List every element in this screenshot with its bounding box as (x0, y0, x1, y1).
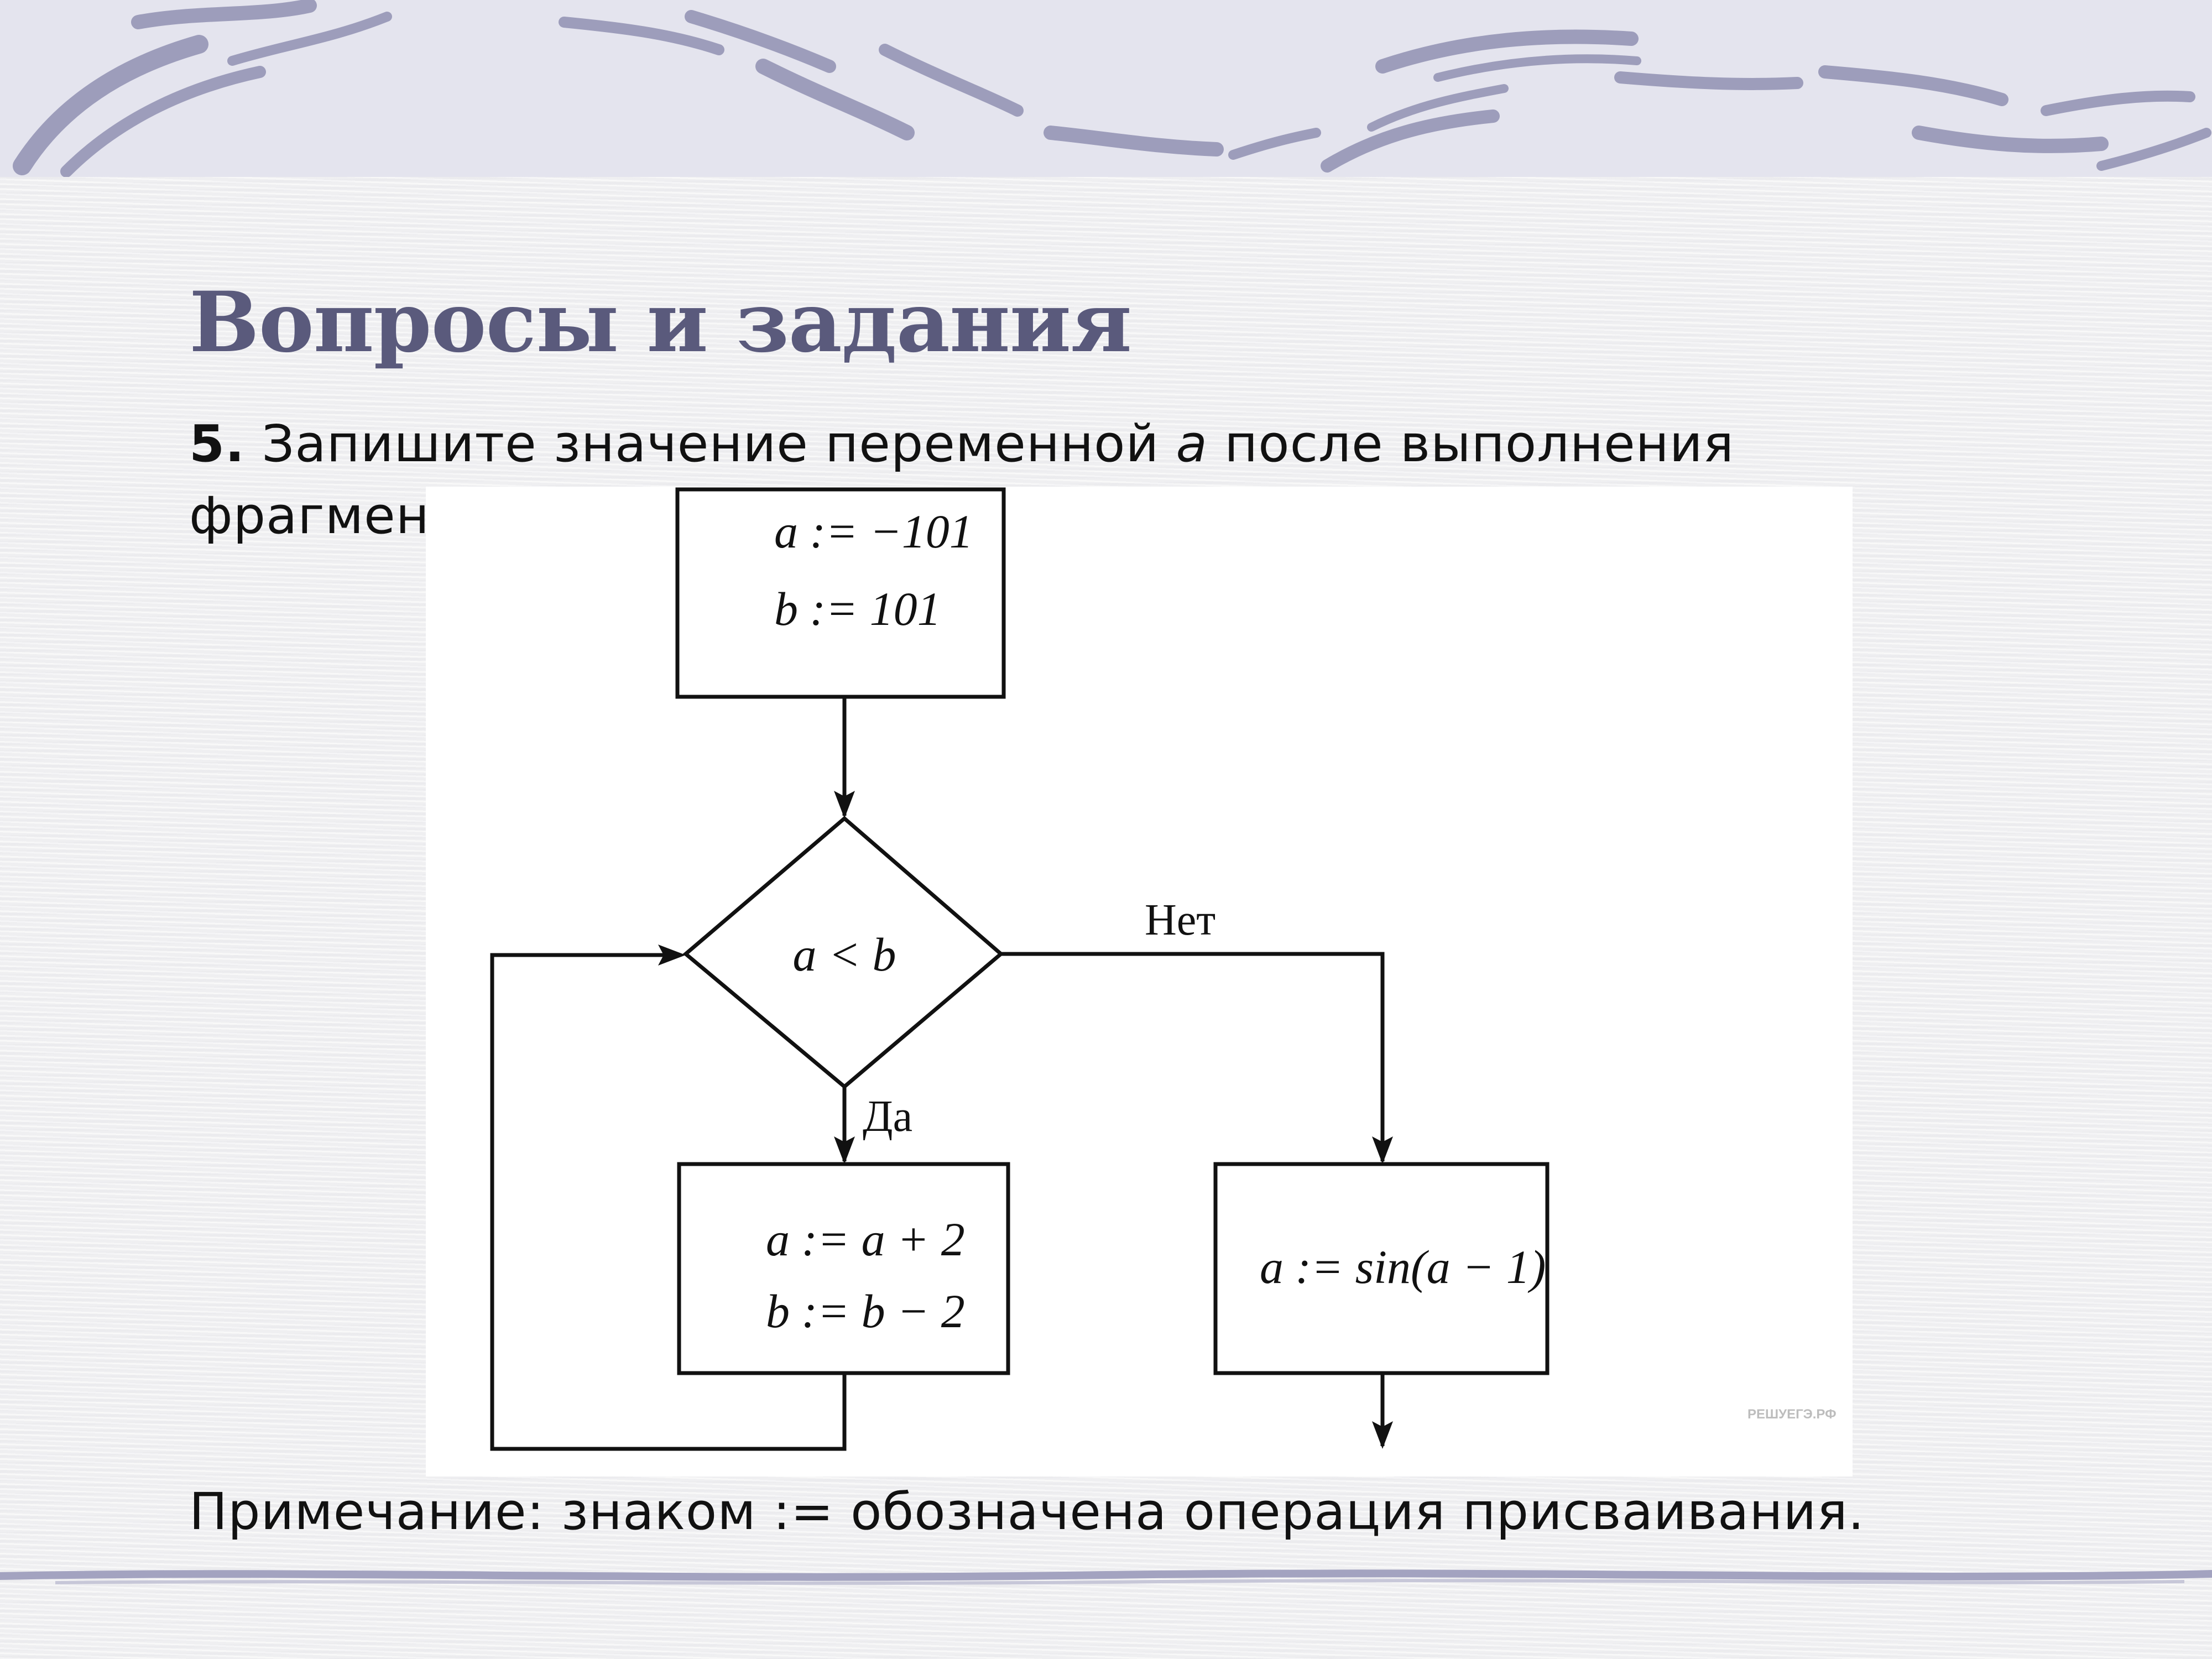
loop-back-line (490, 953, 847, 1451)
yes-line-2: b := b − 2 (766, 1285, 965, 1338)
branch-yes-label: Да (863, 1092, 912, 1141)
flowchart: a := −101 b := 101 a < b Нет Да a := a +… (490, 487, 1837, 1451)
decorative-bottom-band (0, 1569, 2212, 1585)
branch-no-label: Нет (1145, 896, 1215, 945)
decorative-top-banner (0, 0, 2212, 177)
yes-block (677, 1162, 1010, 1375)
task-line-2: фрагмен (189, 486, 430, 545)
condition-text: a < b (792, 928, 896, 981)
init-block (675, 487, 1006, 699)
slide-title: Вопросы и задания (189, 274, 1132, 371)
init-line-1: a := −101 (774, 505, 973, 558)
task-number: 5. (189, 414, 245, 473)
task-text-after-var: после выполнения (1224, 414, 1734, 473)
no-line-1: a := sin(a − 1) (1260, 1240, 1546, 1293)
task-text: 5. Запишите значение переменной a после … (189, 408, 1848, 552)
init-line-2: b := 101 (774, 582, 941, 635)
yes-line-1: a := a + 2 (766, 1213, 965, 1266)
flowchart-panel: a := −101 b := 101 a < b Нет Да a := a +… (426, 487, 1853, 1477)
note-text: Примечание: знаком := обозначена операци… (189, 1482, 1865, 1541)
branch-no-line (1001, 952, 1385, 1161)
watermark: РЕШУЕГЭ.РФ (1747, 1407, 1837, 1422)
task-text-before-var: Запишите значение переменной (262, 414, 1160, 473)
task-line-1: 5. Запишите значение переменной a после … (189, 408, 1848, 480)
task-variable: a (1176, 414, 1208, 473)
